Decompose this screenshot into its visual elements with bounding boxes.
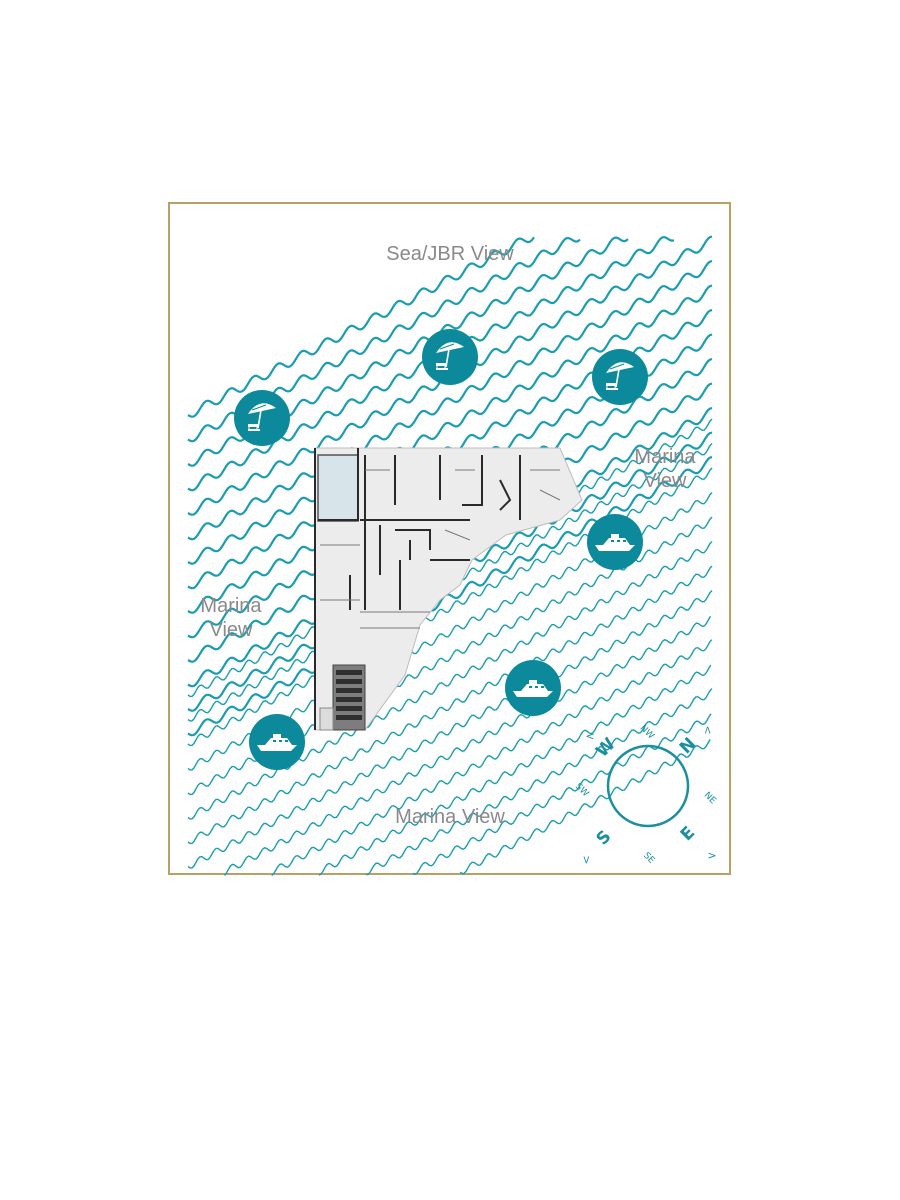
wave-line <box>187 541 713 820</box>
view-label-right: Marina View <box>620 445 710 493</box>
wave-line <box>412 713 712 875</box>
beach-umbrella-icon <box>592 349 648 405</box>
view-label-right-line2: View <box>643 470 687 492</box>
wave-line <box>223 615 712 876</box>
wave-line <box>271 639 713 877</box>
wave-line <box>459 739 711 875</box>
compass-e: E <box>677 823 699 845</box>
view-label-top: Sea/JBR View <box>386 243 514 265</box>
compass-se: SE <box>641 851 656 866</box>
wave-line <box>365 688 713 876</box>
compass-ne: NE <box>702 790 718 806</box>
wave-line <box>187 236 535 418</box>
view-label-left-line1: Marina <box>200 595 262 617</box>
wave-line <box>187 456 713 737</box>
compass-arrow-se: > <box>707 849 716 862</box>
yacht-icon <box>587 514 643 570</box>
pool-area <box>317 454 359 522</box>
compass-arrow-nw: > <box>585 730 594 743</box>
yacht-icon <box>249 714 305 770</box>
wave-line <box>187 284 713 565</box>
compass-arrow-sw: > <box>580 855 593 864</box>
beach-umbrella-icon <box>422 329 478 385</box>
building-floorplan <box>314 447 583 731</box>
view-label-bottom: Marina View <box>395 806 505 828</box>
compass-nw: NW <box>638 723 656 741</box>
compass-s: S <box>593 827 616 850</box>
yacht-icon <box>505 660 561 716</box>
view-label-left: Marina View <box>186 594 276 642</box>
wave-line <box>187 590 713 869</box>
beach-umbrella-icon <box>234 390 290 446</box>
compass-sw: SW <box>573 782 590 799</box>
wave-line <box>187 565 713 845</box>
wave-line <box>187 260 713 541</box>
compass-rose: N E S W NW NE SE SW > > > > <box>573 723 718 866</box>
compass-circle <box>606 744 690 828</box>
compass-arrow-ne: > <box>701 725 714 734</box>
view-label-right-line1: Marina <box>634 446 696 468</box>
view-label-left-line2: View <box>209 619 253 641</box>
wave-line <box>318 664 712 876</box>
